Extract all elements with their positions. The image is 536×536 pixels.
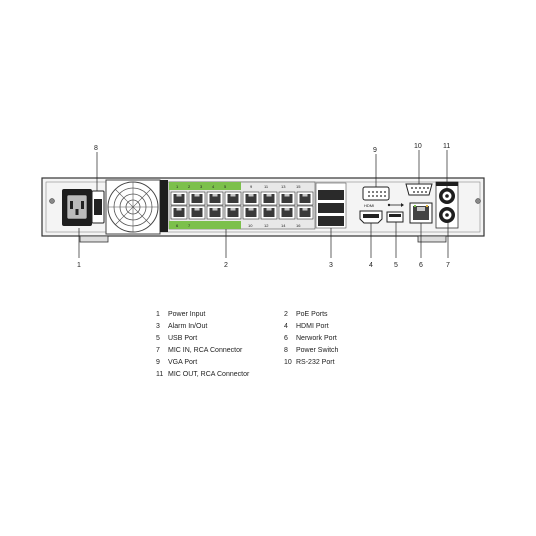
port-number: 3: [200, 184, 203, 189]
network-port: [409, 202, 433, 224]
port-number: 14: [281, 223, 286, 228]
legend-label: Alarm In/Out: [168, 323, 208, 330]
fan-grille: [105, 179, 161, 235]
legend-item-5: 5 USB Port: [156, 335, 197, 342]
usb-port: [386, 211, 404, 223]
legend-number: 9: [156, 359, 160, 366]
poe-port: [278, 205, 296, 220]
port-number: 2: [188, 184, 191, 189]
poe-port: [224, 191, 242, 206]
legend-label: MIC OUT, RCA Connector: [168, 371, 250, 378]
poe-ports-block: [168, 181, 316, 230]
port-number: 6: [176, 223, 179, 228]
legend-label: Nerwork Port: [296, 335, 337, 342]
legend-label: HDMI Port: [296, 323, 329, 330]
legend-label: RS-232 Port: [296, 359, 335, 366]
power-switch: [91, 190, 105, 224]
mic-out-rca-connector: [439, 188, 455, 204]
legend-item-11: 11 MIC OUT, RCA Connector: [156, 371, 249, 378]
poe-port: [296, 205, 314, 220]
usb-icon: [387, 203, 404, 207]
legend-item-7: 7 MIC IN, RCA Connector: [156, 347, 242, 354]
port-number: 4: [212, 184, 215, 189]
callout-1: 1: [77, 262, 81, 269]
legend-number: 6: [284, 335, 288, 342]
screw-left: [49, 198, 55, 204]
callout-9: 9: [373, 147, 377, 154]
legend-item-1: 1 Power Input: [156, 311, 205, 318]
port-number: 1: [176, 184, 179, 189]
legend-label: USB Port: [168, 335, 198, 342]
callout-11: 11: [443, 143, 450, 150]
legend-label: VGA Port: [168, 359, 198, 366]
foot-right: [417, 235, 447, 243]
legend-label: Power Input: [168, 311, 206, 318]
poe-port: [242, 191, 260, 206]
hdmi-label: HDMI: [364, 203, 374, 208]
legend-item-4: 4 HDMI Port: [284, 323, 329, 330]
poe-port: [242, 205, 260, 220]
callout-4: 4: [369, 262, 373, 269]
poe-port: [206, 191, 224, 206]
poe-port: [260, 205, 278, 220]
port-number: 11: [264, 184, 269, 189]
poe-port: [260, 191, 278, 206]
legend-number: 3: [156, 323, 160, 330]
hdmi-port: [359, 210, 383, 224]
poe-port: [278, 191, 296, 206]
port-number: 9: [250, 184, 253, 189]
legend-item-3: 3 Alarm In/Out: [156, 323, 207, 330]
legend-number: 2: [284, 311, 288, 318]
poe-port: [206, 205, 224, 220]
port-number: 13: [281, 184, 286, 189]
callout-2: 2: [224, 262, 228, 269]
legend-number: 5: [156, 335, 160, 342]
callout-7: 7: [446, 262, 450, 269]
legend-label: PoE Ports: [296, 311, 328, 318]
legend-number: 1: [156, 311, 160, 318]
power-input: [62, 189, 92, 226]
port-number: 15: [296, 184, 301, 189]
foot-left: [79, 235, 109, 243]
mic-in-rca-connector: [439, 207, 455, 223]
legend-item-8: 8 Power Switch: [284, 347, 338, 354]
legend-label: Power Switch: [296, 347, 339, 354]
poe-port: [188, 205, 206, 220]
legend-number: 10: [284, 359, 292, 366]
legend-item-9: 9 VGA Port: [156, 359, 197, 366]
port-number: 12: [264, 223, 269, 228]
legend-number: 11: [156, 371, 164, 378]
legend-item-2: 2 PoE Ports: [284, 311, 328, 318]
port-number: 7: [188, 223, 191, 228]
poe-port: [224, 205, 242, 220]
legend-label: MIC IN, RCA Connector: [168, 347, 243, 354]
callout-10: 10: [414, 143, 422, 150]
poe-port: [170, 205, 188, 220]
port-number: 10: [248, 223, 253, 228]
legend-number: 7: [156, 347, 160, 354]
legend-number: 4: [284, 323, 288, 330]
port-number: 16: [296, 223, 301, 228]
rs232-port: [405, 183, 433, 196]
legend-item-6: 6 Nerwork Port: [284, 335, 337, 342]
callout-6: 6: [419, 262, 423, 269]
poe-port: [170, 191, 188, 206]
poe-port: [296, 191, 314, 206]
poe-port: [188, 191, 206, 206]
poe-green-top: [169, 182, 241, 190]
alarm-terminal-block: [315, 182, 347, 229]
callout-3: 3: [329, 262, 333, 269]
poe-green-bottom: [169, 221, 241, 229]
callout-5: 5: [394, 262, 398, 269]
legend-number: 8: [284, 347, 288, 354]
poe-label-strip: [160, 180, 168, 232]
port-number: 5: [224, 184, 227, 189]
legend-item-10: 10 RS-232 Port: [284, 359, 335, 366]
screw-right: [475, 198, 481, 204]
callout-8: 8: [94, 145, 98, 152]
